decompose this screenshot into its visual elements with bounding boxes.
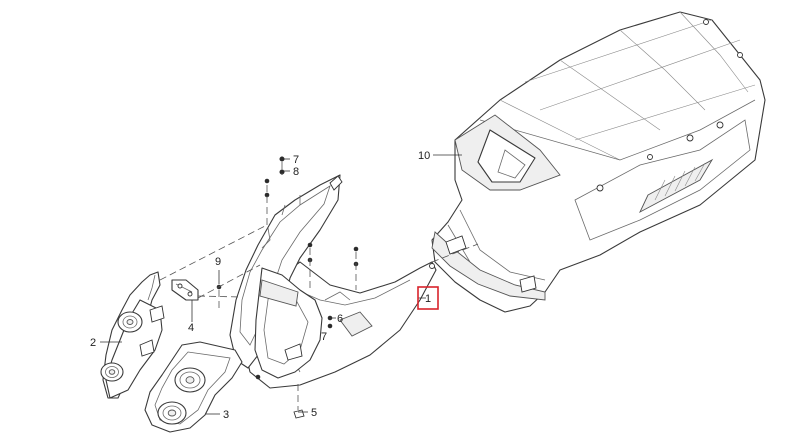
callout-5[interactable]: 5 [311, 407, 317, 419]
front-grille-frame[interactable] [229, 174, 351, 379]
headlight-bracket-assembly[interactable] [100, 271, 165, 399]
callout-7-top[interactable]: 7 [293, 154, 299, 166]
callout-2[interactable]: 2 [90, 337, 96, 349]
callout-7-bottom[interactable]: 7 [321, 331, 327, 343]
callout-labels: 1 2 3 4 5 6 7 7 8 9 10 [90, 150, 431, 421]
fasteners [216, 156, 359, 419]
callout-8[interactable]: 8 [293, 166, 299, 178]
hood-assembly[interactable] [431, 11, 766, 313]
callout-highlight-box [417, 286, 439, 310]
assembly-lines [159, 162, 479, 410]
callout-6[interactable]: 6 [337, 313, 343, 325]
small-bracket[interactable] [171, 279, 199, 301]
callout-3[interactable]: 3 [223, 409, 229, 421]
callout-10[interactable]: 10 [418, 150, 430, 162]
headlight-bezel[interactable] [144, 341, 243, 433]
side-vent-grille [639, 158, 714, 214]
leader-lines [100, 154, 462, 415]
callout-9[interactable]: 9 [215, 256, 221, 268]
callout-4[interactable]: 4 [188, 322, 194, 334]
callout-1[interactable]: 1 [425, 293, 431, 305]
